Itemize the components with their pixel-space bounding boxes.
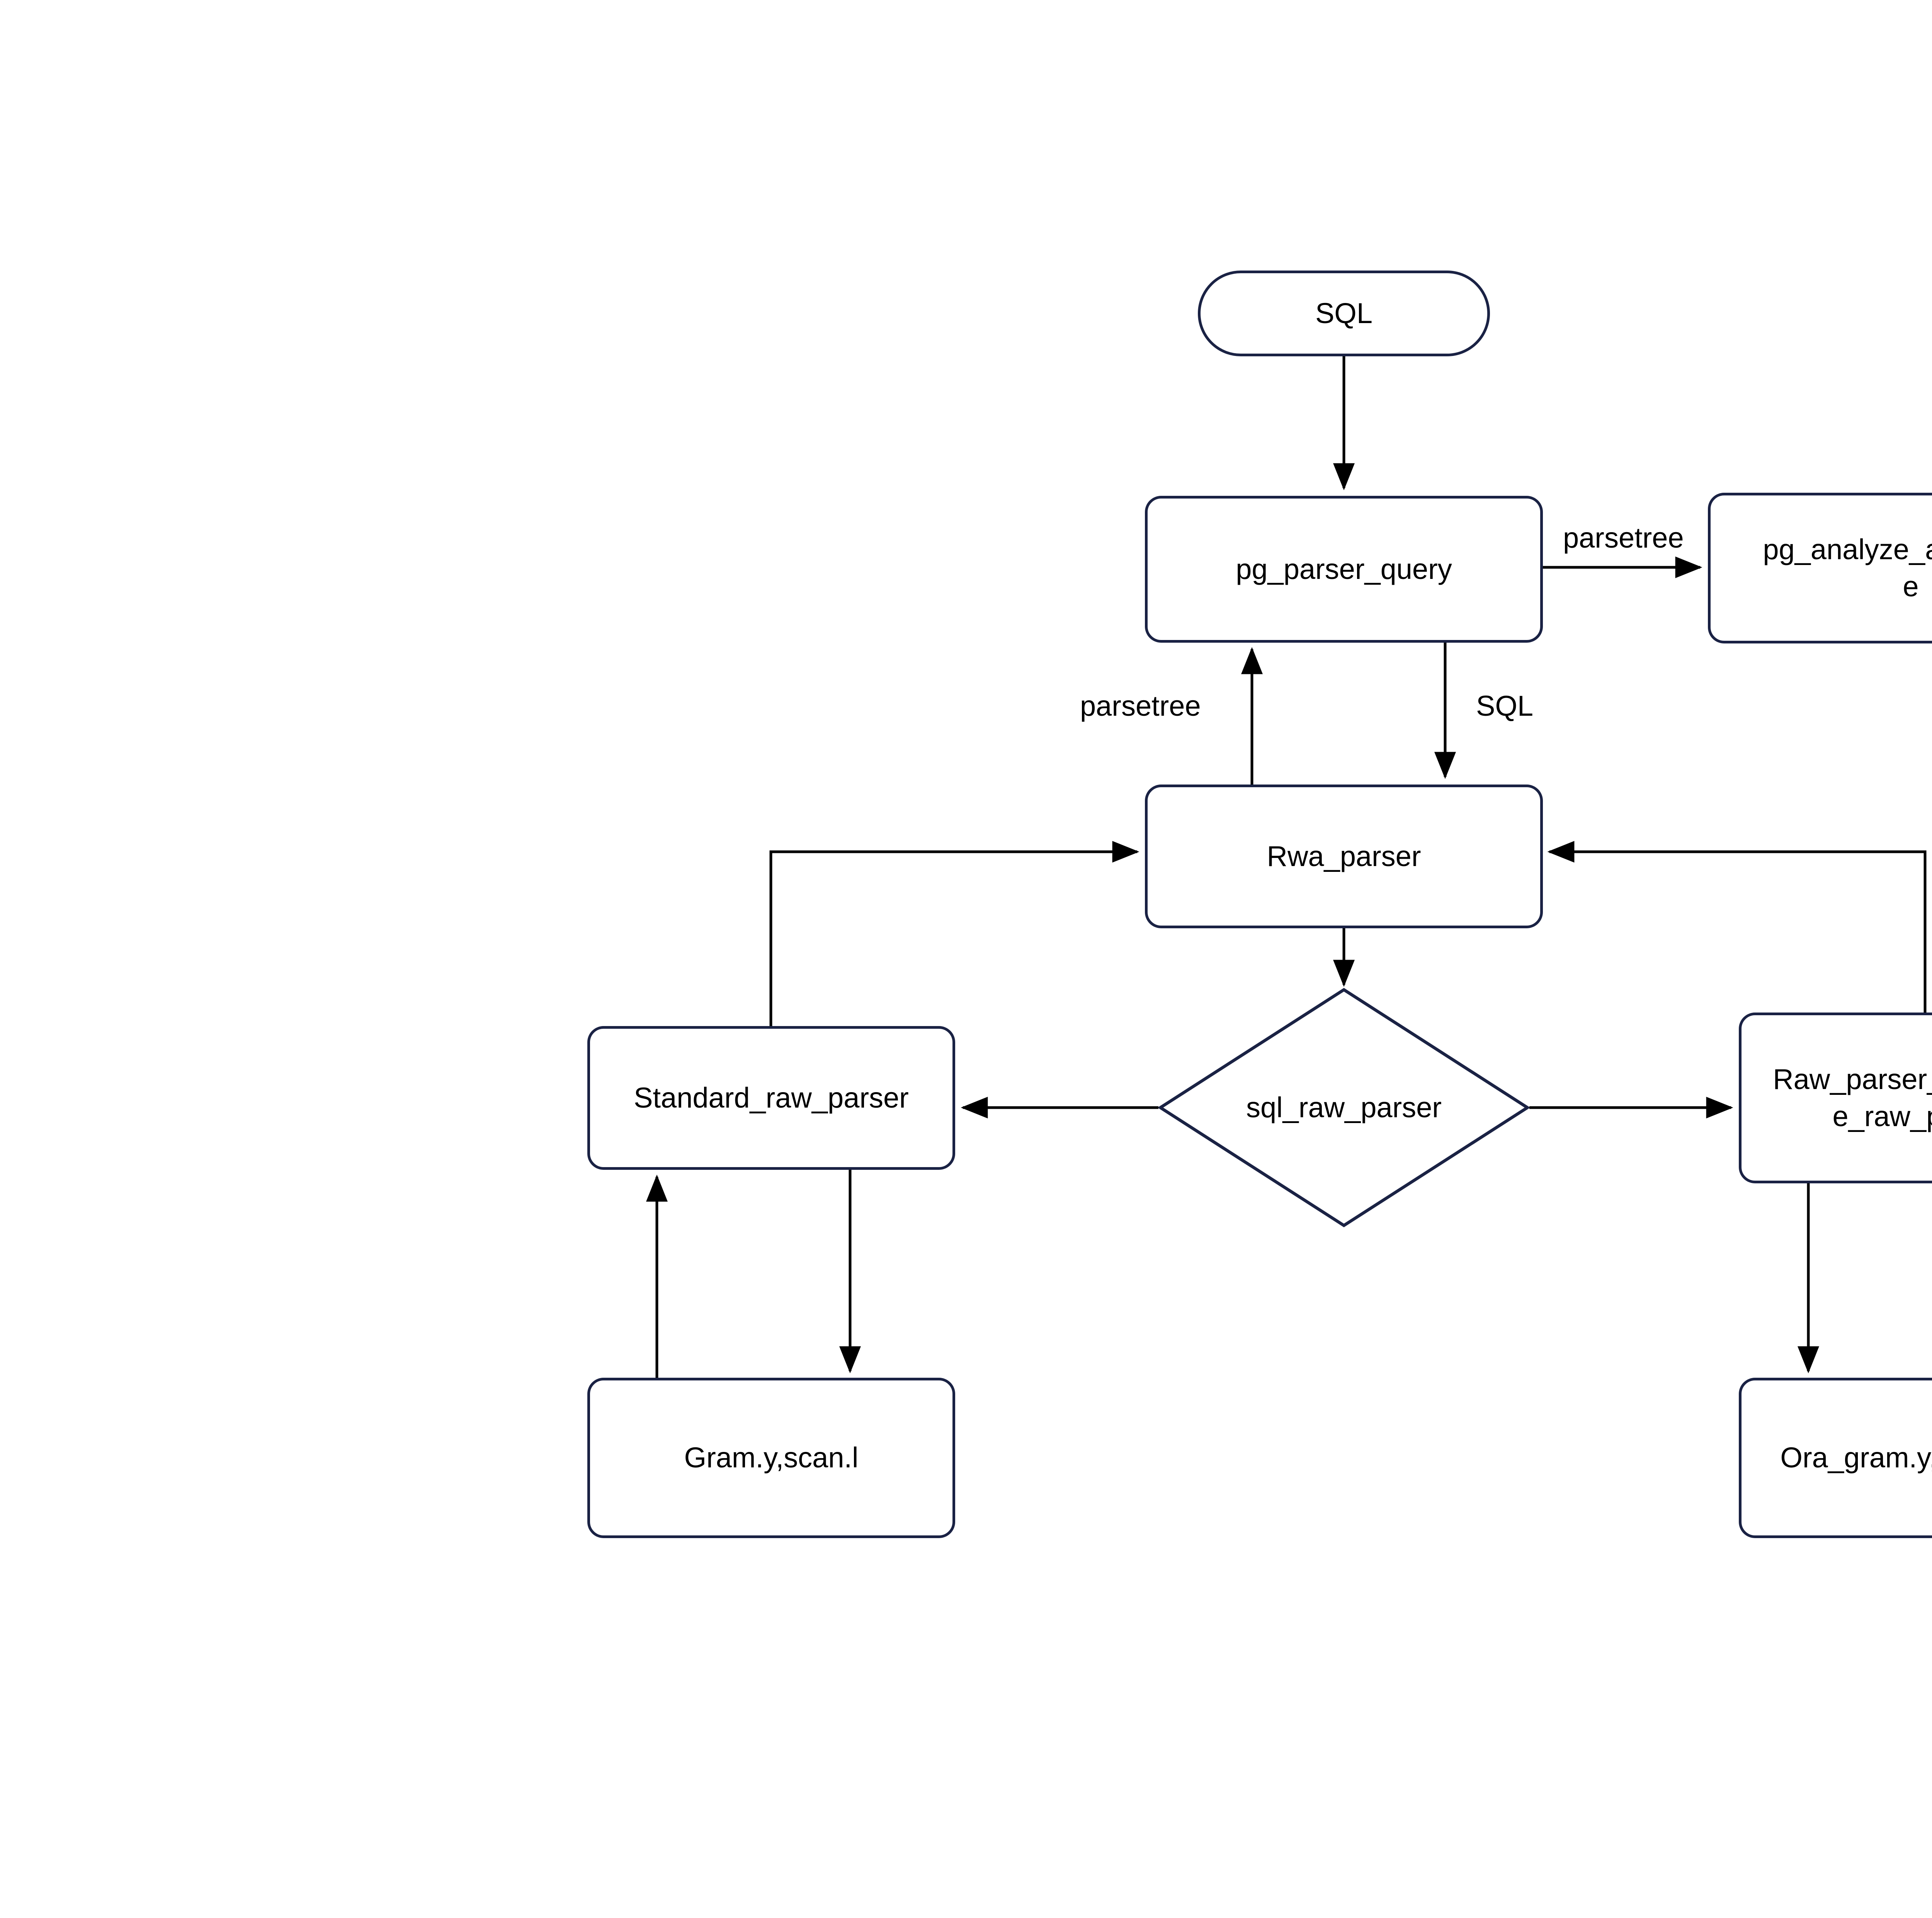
- node-gram-scan[interactable]: Gram.y,scan.l: [587, 1378, 955, 1538]
- node-raw-parser-hook[interactable]: Raw_parser_hook(oracl e_raw_parser): [1739, 1013, 1932, 1183]
- diamond-shape: [1158, 988, 1529, 1227]
- edge-label-sql-down: SQL: [1476, 690, 1534, 722]
- node-sql-raw-parser-label: sql_raw_parser: [1246, 1091, 1442, 1123]
- edge-standard-raw-parser-to-rwa-parser: [769, 841, 1139, 1026]
- node-rwa-parser[interactable]: Rwa_parser: [1145, 785, 1543, 928]
- node-raw-parser-hook-label: Raw_parser_hook(oracl e_raw_parser): [1773, 1063, 1932, 1132]
- node-sql-input[interactable]: SQL: [1198, 271, 1490, 356]
- node-rwa-parser-label: Rwa_parser: [1267, 840, 1421, 872]
- node-sql-input-label: SQL: [1315, 297, 1373, 329]
- node-ora-gram-scan-label: Ora_gram.y,ora_scan.l: [1780, 1441, 1932, 1474]
- node-pg-analyze-and-rewrite-label: pg_analyze_and_rewrit e: [1763, 533, 1932, 602]
- edge-label-parsetree-left: parsetree: [1080, 690, 1201, 722]
- node-standard-raw-parser[interactable]: Standard_raw_parser: [587, 1026, 955, 1170]
- node-gram-scan-label: Gram.y,scan.l: [684, 1441, 859, 1474]
- node-pg-parser-query-label: pg_parser_query: [1236, 553, 1452, 585]
- edge-raw-parser-hook-to-rwa-parser: [1547, 841, 1927, 1013]
- edge-label-parsetree-right: parsetree: [1563, 522, 1684, 554]
- node-ora-gram-scan[interactable]: Ora_gram.y,ora_scan.l: [1739, 1378, 1932, 1538]
- node-sql-raw-parser[interactable]: sql_raw_parser: [1158, 988, 1529, 1227]
- node-standard-raw-parser-label: Standard_raw_parser: [634, 1081, 909, 1114]
- node-pg-parser-query[interactable]: pg_parser_query: [1145, 496, 1543, 643]
- node-pg-analyze-and-rewrite[interactable]: pg_analyze_and_rewrit e: [1708, 493, 1932, 643]
